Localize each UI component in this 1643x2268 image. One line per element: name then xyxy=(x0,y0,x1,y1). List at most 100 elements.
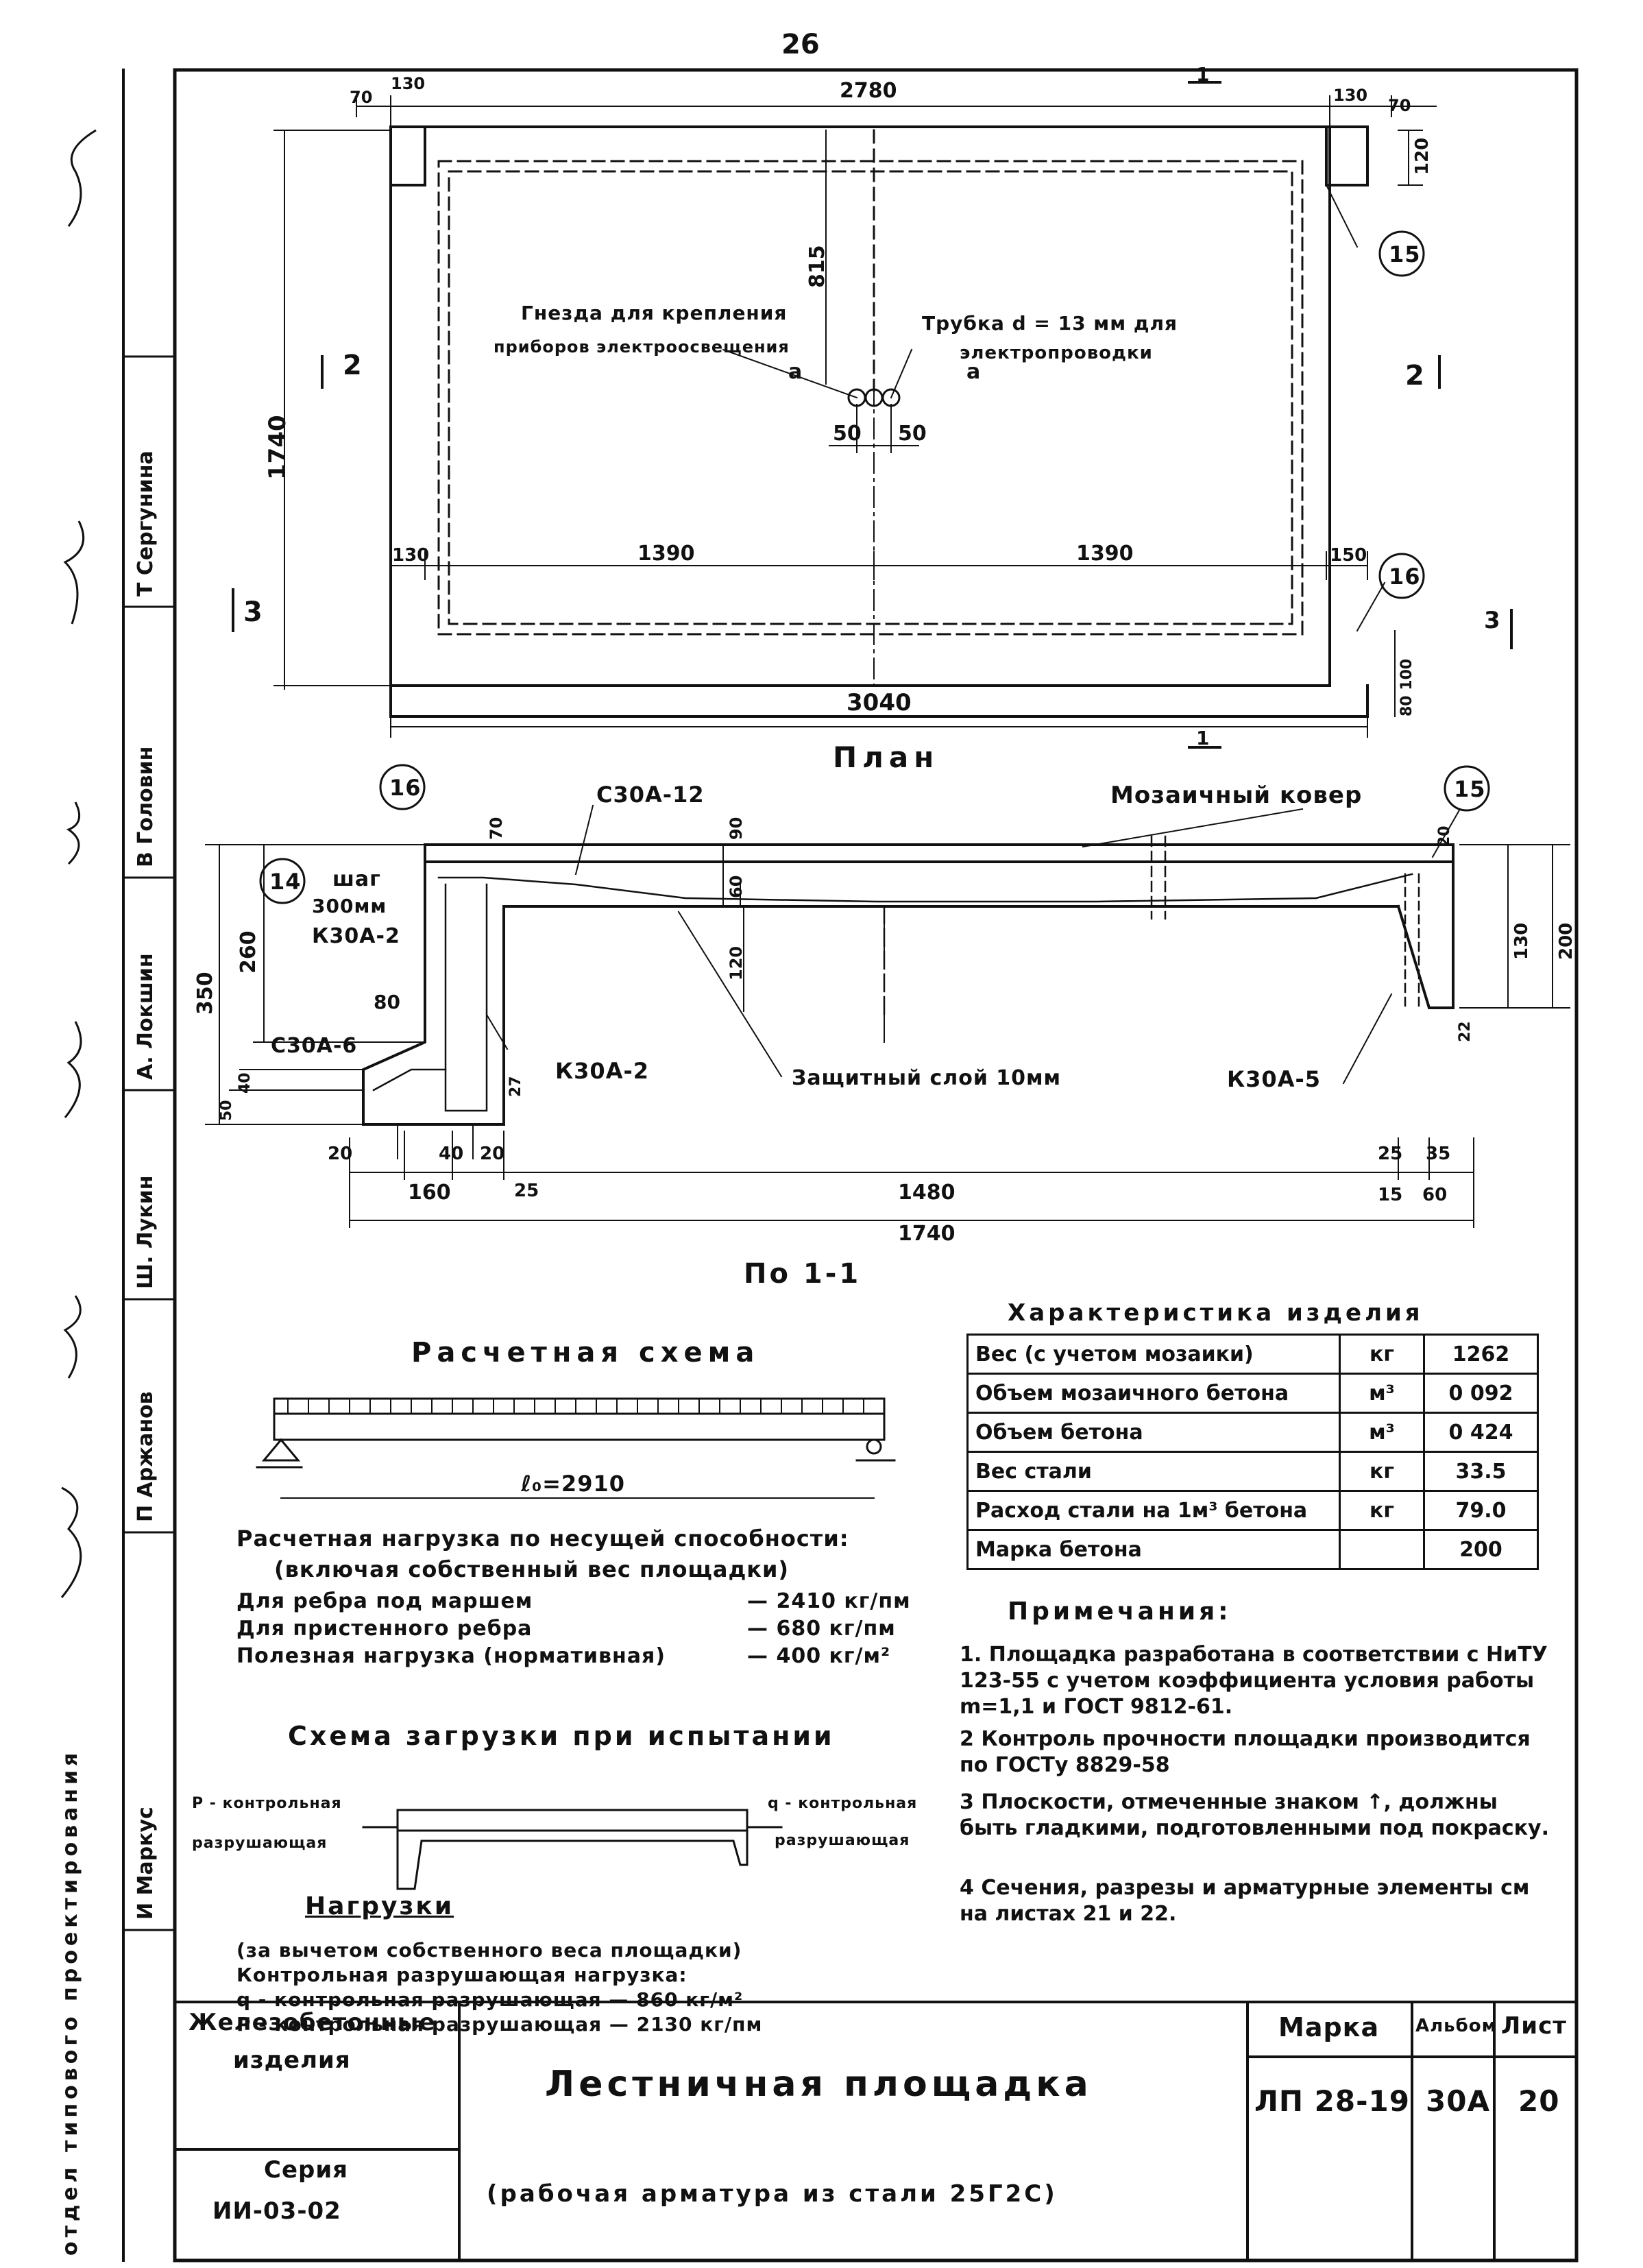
row-value: 79.0 xyxy=(1423,1490,1539,1531)
org-line1: Железобетонные xyxy=(188,2009,436,2036)
load-row-label: Полезная нагрузка (нормативная) xyxy=(236,1644,666,1668)
row-value: 200 xyxy=(1423,1529,1539,1570)
row-unit: м³ xyxy=(1339,1373,1425,1414)
label-k30-2: К30A-2 xyxy=(555,1058,649,1084)
label-step-300: 300мм xyxy=(312,895,387,917)
dim-130-left: 130 xyxy=(391,74,426,93)
section-marker-1-bottom: 1 xyxy=(1196,727,1210,749)
series-label: Серия xyxy=(264,2156,349,2184)
dim-350-s: 350 xyxy=(193,972,217,1015)
dim-22-s: 22 xyxy=(1457,1021,1474,1042)
row-unit: кг xyxy=(1339,1490,1425,1531)
org-line2: изделия xyxy=(233,2047,351,2074)
row-unit: кг xyxy=(1339,1334,1425,1375)
sheet-header: Лист xyxy=(1501,2012,1567,2040)
test-load-line: Контрольная разрушающая нагрузка: xyxy=(236,1964,687,1986)
test-load-line: (за вычетом собственного веса площадки) xyxy=(236,1939,742,1962)
row-name: Объем бетона xyxy=(966,1412,1341,1453)
album-header: Альбом xyxy=(1415,2016,1497,2036)
dim-1740: 1740 xyxy=(264,415,291,480)
dim-20-b-s: 20 xyxy=(480,1144,505,1164)
note-item: 3 Плоскости, отмеченные знаком ↑, должны… xyxy=(960,1790,1550,1840)
row-value: 0 424 xyxy=(1423,1412,1539,1453)
sockets-note-line2: приборов электроосвещения xyxy=(494,337,790,357)
notes-title: Примечания: xyxy=(1008,1597,1232,1626)
dim-40-s: 40 xyxy=(236,1072,254,1094)
dim-80-s: 80 xyxy=(374,991,400,1013)
dim-815: 815 xyxy=(805,245,829,288)
signatures xyxy=(60,129,97,1598)
test-scheme-title: Схема загрузки при испытании xyxy=(288,1721,835,1751)
table-row: Марка бетона 200 xyxy=(966,1529,1539,1570)
dim-60-b-s: 60 xyxy=(1422,1185,1448,1205)
dim-70-left: 70 xyxy=(350,88,373,107)
section-title: По 1-1 xyxy=(744,1258,862,1290)
dim-120-s: 120 xyxy=(727,945,746,980)
tube-note-line2: электропроводки xyxy=(960,343,1153,363)
row-value: 33.5 xyxy=(1423,1451,1539,1492)
label-k30-5: К30A-5 xyxy=(1227,1066,1321,1092)
calc-load-title: Расчетная нагрузка по несущей способност… xyxy=(236,1525,849,1552)
table-row: Расход стали на 1м³ бетона кг 79.0 xyxy=(966,1490,1539,1531)
label-protective-layer: Защитный слой 10мм xyxy=(792,1066,1062,1090)
table-row: Вес стали кг 33.5 xyxy=(966,1451,1539,1492)
dim-160-s: 160 xyxy=(408,1181,451,1205)
product-title: Лестничная площадка xyxy=(545,2064,1093,2105)
p-load-label-2: разрушающая xyxy=(192,1835,328,1852)
calc-span: ℓ₀=2910 xyxy=(521,1471,625,1497)
stamp-name: Ш. Лукин xyxy=(134,1175,158,1289)
row-name: Марка бетона xyxy=(966,1529,1341,1570)
table-row: Объем бетона м³ 0 424 xyxy=(966,1412,1539,1453)
dim-27-s: 27 xyxy=(507,1076,524,1097)
note-item: 1. Площадка разработана в соответствии с… xyxy=(960,1643,1548,1719)
page-number: 26 xyxy=(781,29,820,60)
q-load-label-2: разрушающая xyxy=(775,1832,910,1849)
dim-40-b-s: 40 xyxy=(439,1144,464,1164)
label-k30-2-top: К30A-2 xyxy=(312,924,400,948)
label-step: шаг xyxy=(332,867,381,891)
dim-2780: 2780 xyxy=(840,79,897,103)
stamp-name: П Аржанов xyxy=(134,1391,158,1522)
dim-50-a: 50 xyxy=(833,422,862,446)
dim-25-b-s: 25 xyxy=(1378,1144,1403,1164)
label-mosaic-carpet: Мозаичный ковер xyxy=(1110,782,1363,809)
load-row-value: — 400 кг/м² xyxy=(747,1644,891,1668)
callout-16-plan: 16 xyxy=(1389,564,1421,590)
section-marker-3-left: 3 xyxy=(243,596,263,628)
section-marker-1-top: 1 xyxy=(1196,63,1210,86)
stamp-name: И Маркус xyxy=(134,1807,158,1920)
section-marker-2-right: 2 xyxy=(1405,360,1425,391)
mark-header: Марка xyxy=(1278,2012,1380,2042)
dim-90-s: 90 xyxy=(727,817,746,840)
dim-70-s: 70 xyxy=(487,817,506,840)
test-load-line: q - контрольная разрушающая — 860 кг/м² xyxy=(236,1988,744,2011)
characteristics-table: Вес (с учетом мозаики) кг 1262 Объем моз… xyxy=(966,1334,1539,1570)
dim-1390-b: 1390 xyxy=(1076,542,1134,566)
dim-130-right: 130 xyxy=(1333,86,1368,105)
dim-25-a-s: 25 xyxy=(514,1181,539,1201)
dim-150: 150 xyxy=(1330,545,1367,566)
section-marker-2-left: 2 xyxy=(343,350,363,381)
label-c30-12: С30A-12 xyxy=(596,782,705,808)
plan-title: План xyxy=(833,740,940,774)
sheet-value: 20 xyxy=(1518,2084,1560,2118)
note-item: 2 Контроль прочности площадки производит… xyxy=(960,1727,1531,1777)
row-name: Вес стали xyxy=(966,1451,1341,1492)
dim-1740-s: 1740 xyxy=(898,1222,956,1246)
row-unit xyxy=(1339,1529,1425,1570)
dim-120: 120 xyxy=(1412,137,1433,175)
stamp-name: Т Сергунина xyxy=(134,450,158,596)
dim-60-s: 60 xyxy=(727,875,746,898)
dim-35-s: 35 xyxy=(1426,1144,1451,1164)
load-row-value: — 2410 кг/пм xyxy=(747,1589,911,1613)
row-unit: м³ xyxy=(1339,1412,1425,1453)
dim-130-s: 130 xyxy=(1511,922,1532,960)
calc-load-subtitle: (включая собственный вес площадки) xyxy=(274,1556,790,1582)
album-value: 30A xyxy=(1426,2084,1490,2118)
row-unit: кг xyxy=(1339,1451,1425,1492)
section-marker-3-right: 3 xyxy=(1484,607,1501,634)
marker-a-right: a xyxy=(966,360,982,384)
callout-14-section: 14 xyxy=(269,869,302,895)
characteristics-title: Характеристика изделия xyxy=(1008,1299,1424,1327)
row-value: 0 092 xyxy=(1423,1373,1539,1414)
